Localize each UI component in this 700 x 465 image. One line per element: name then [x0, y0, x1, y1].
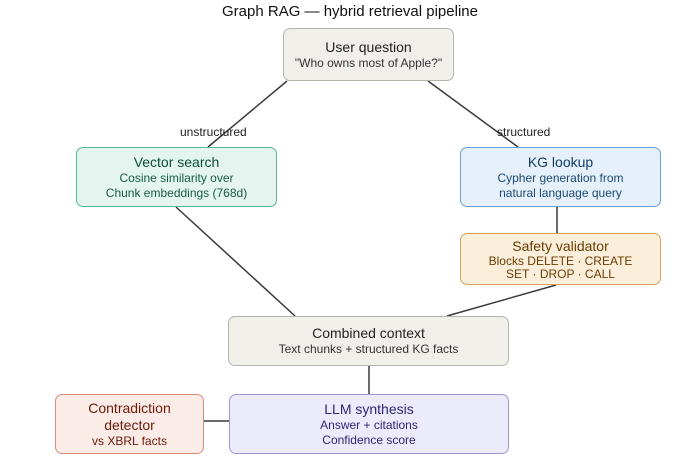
node-title: LLM synthesis [324, 400, 414, 417]
node-user-question: User question "Who owns most of Apple?" [283, 28, 454, 81]
node-safety-validator: Safety validator Blocks DELETE · CREATE … [460, 233, 661, 285]
node-subtitle: "Who owns most of Apple?" [294, 55, 443, 70]
node-kg-lookup: KG lookup Cypher generation from natural… [460, 147, 661, 207]
node-subtitle: Confidence score [322, 432, 416, 447]
node-subtitle: Chunk embeddings (768d) [105, 185, 248, 200]
edge-label-unstructured: unstructured [180, 125, 247, 139]
edge-vector-combined [175, 206, 296, 317]
node-subtitle: Blocks DELETE · CREATE [488, 253, 633, 268]
edge-safety-combined [446, 284, 557, 317]
node-title: User question [325, 38, 412, 55]
node-subtitle: Answer + citations [320, 417, 418, 432]
node-subtitle: SET · DROP · CALL [506, 266, 615, 281]
edge-label-structured: structured [497, 125, 551, 139]
node-vector-search: Vector search Cosine similarity over Chu… [76, 147, 277, 207]
node-combined-context: Combined context Text chunks + structure… [228, 316, 509, 366]
node-title: Combined context [312, 325, 425, 341]
node-title: KG lookup [527, 153, 594, 170]
edge-question-vector [207, 80, 288, 148]
node-subtitle: Cosine similarity over [119, 170, 234, 185]
node-subtitle: vs XBRL facts [92, 433, 167, 448]
edge-question-kg [427, 80, 519, 148]
node-title: Safety validator [512, 237, 609, 254]
diagram-title: Graph RAG — hybrid retrieval pipeline [222, 3, 478, 20]
node-subtitle: natural language query [499, 185, 622, 200]
node-contradiction-detector: Contradiction detector vs XBRL facts [55, 394, 204, 454]
node-subtitle: Cypher generation from [497, 170, 624, 185]
node-llm-synthesis: LLM synthesis Answer + citations Confide… [229, 394, 509, 454]
node-subtitle: Text chunks + structured KG facts [278, 342, 459, 356]
node-title: Vector search [133, 153, 220, 170]
node-title: Contradiction detector [88, 399, 171, 433]
